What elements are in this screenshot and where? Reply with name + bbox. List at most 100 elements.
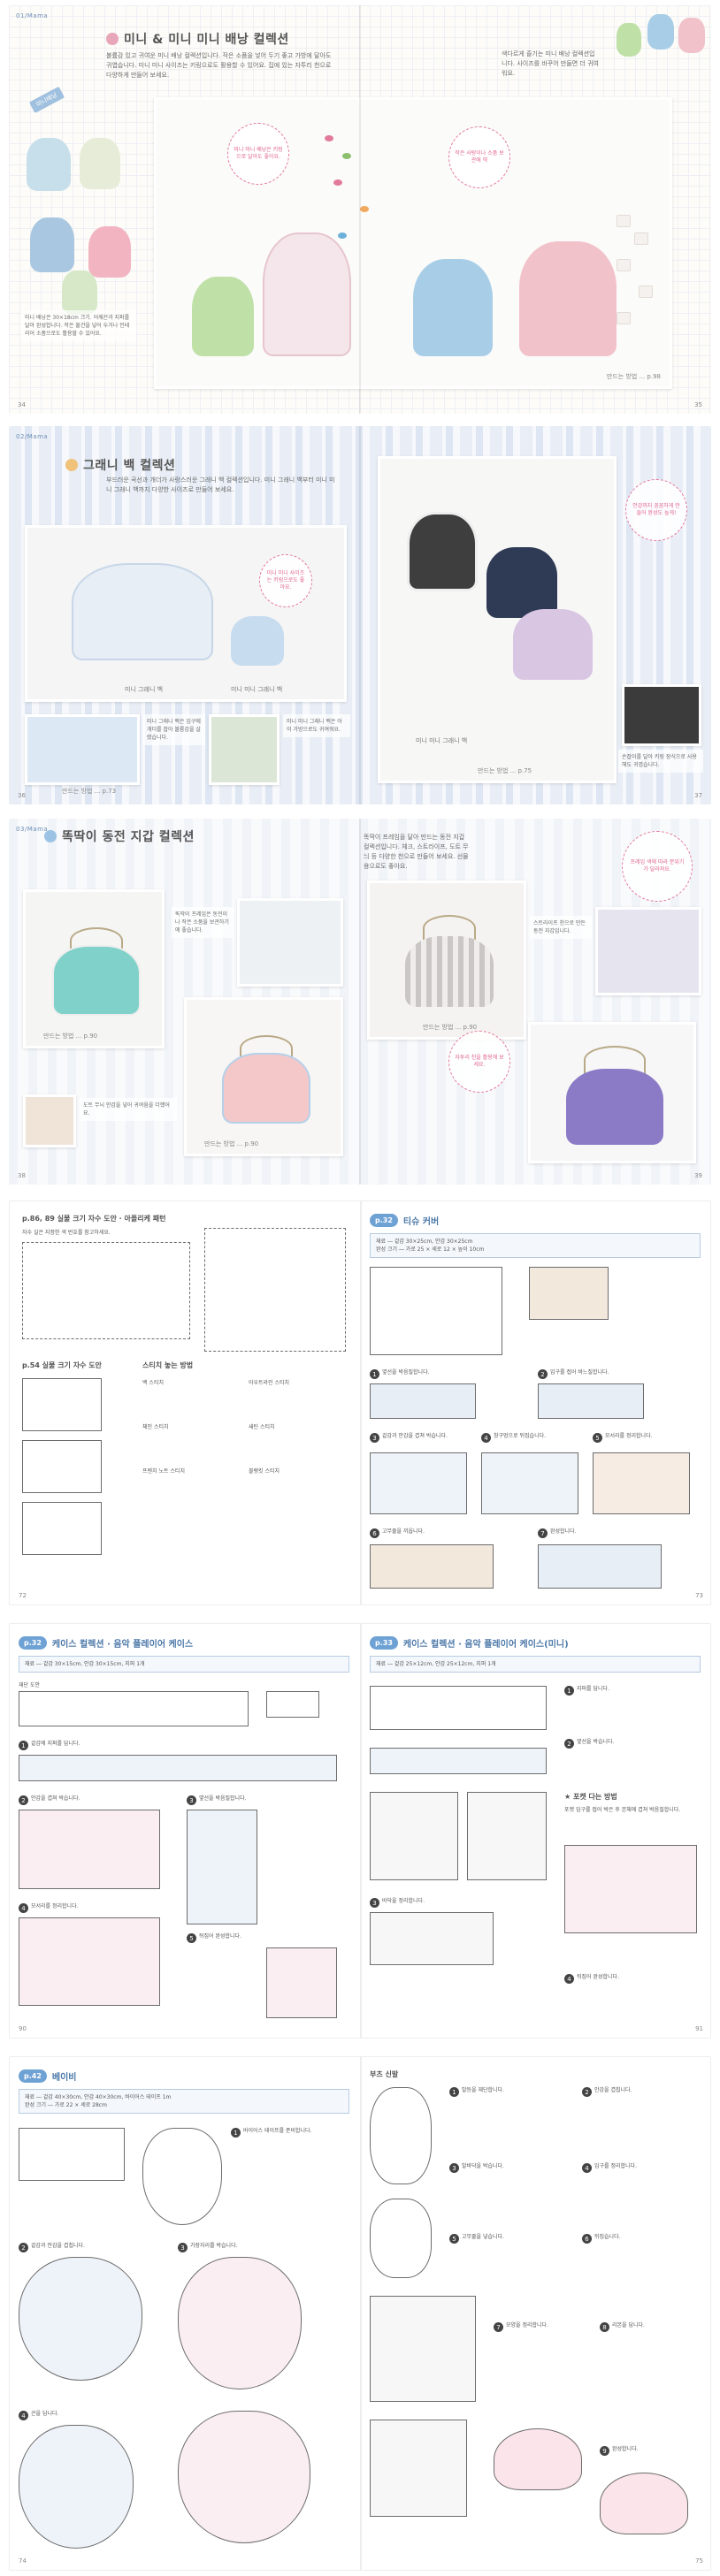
baby-shoe-diagram [494, 2428, 582, 2490]
granny-bag [72, 563, 213, 660]
purse-clasp [584, 1046, 646, 1074]
backpack-note: 미니 배낭은 30×18cm 크기. 어깨끈과 지퍼를 달아 완성합니다. 작은… [21, 310, 136, 341]
stitch-heading: 스티치 놓는 방법 [142, 1361, 194, 1369]
shoe-pattern [370, 2087, 432, 2184]
page-left: 01/Mama 미니 & 미니 미니 배낭 컬렉션 볼륨감 있고 귀여운 미니 … [9, 5, 360, 414]
page-right: p.32 티슈 커버 재료 ― 겉감 30×25cm, 안감 30×25cm 완… [361, 1201, 710, 1604]
backpack-top-right [647, 14, 674, 50]
page-right: 미니 미니 그래니 백 만드는 방법 ... p.75 안감까지 꼼꼼하게 만들… [360, 426, 711, 804]
button-icon [44, 830, 57, 842]
instruction-title: 티슈 커버 [402, 1217, 440, 1227]
stripe-purse-photo: 만드는 방법 ... p.90 [367, 880, 526, 1040]
step-diagram [19, 1755, 337, 1781]
materials-box: 재료 ― 겉감 30×15cm, 안감 30×15cm, 지퍼 1개 [19, 1656, 349, 1673]
page-badge: p.32 [19, 1636, 47, 1650]
backpack-blue [413, 259, 493, 356]
bib-diagram [178, 2257, 302, 2389]
marshmallow [617, 259, 631, 271]
shoe-pattern [370, 2199, 432, 2278]
purse-note: 도트 무늬 안감을 넣어 귀여움을 더했어요. [80, 1098, 177, 1121]
main-photo: 미니 미니 배낭은 키링으로 달아도 좋아요. 작은 사탕이나 소품 보관에 딱… [154, 97, 672, 389]
materials-box: 재료 ― 겉감 25×12cm, 안감 25×12cm, 지퍼 1개 [370, 1656, 701, 1673]
coin-purse-small-photo [23, 1094, 76, 1147]
step-diagram [187, 1810, 257, 1924]
detail-note: 손잡이를 달아 키링 장식으로 사용해도 귀엽습니다. [618, 750, 703, 773]
flower-icon [65, 459, 78, 471]
embroidery-pattern [22, 1378, 102, 1431]
cutting-diagram [19, 2128, 125, 2181]
materials-line: 완성 크기 ― 가로 22 × 세로 28cm [25, 2102, 107, 2108]
gutter [359, 819, 361, 1185]
callout-bubble: 작은 사탕이나 소품 보관에 딱 [448, 126, 510, 188]
bib-diagram [19, 2425, 134, 2549]
callout-bubble: 미니 미니 사이즈는 키링으로도 좋아요. [259, 554, 312, 607]
page-right: p.33 케이스 컬렉션 · 음악 플레이어 케이스(미니) 재료 ― 겉감 2… [361, 1624, 710, 2038]
detail-photo [622, 684, 701, 746]
page-badge: p.32 [370, 1214, 398, 1227]
backpack-pink [519, 241, 617, 356]
bird-icon [106, 33, 119, 45]
page-title: 미니 & 미니 미니 배낭 컬렉션 [124, 33, 289, 47]
backpack-photo [30, 217, 74, 272]
page-number: 73 [695, 1592, 703, 1599]
gutter [360, 2057, 362, 2570]
gutter [359, 5, 361, 414]
candy-decoration [333, 179, 342, 186]
backpack-photo [27, 138, 71, 191]
page-number: 75 [695, 2557, 703, 2565]
callout-bubble: 자투리 천을 활용해 보세요. [448, 1031, 510, 1093]
section-tag: 02/Mama [16, 433, 49, 440]
instruction-header: p.32 케이스 컬렉션 · 음악 플레이어 케이스 [19, 1636, 193, 1650]
section-tag: 01/Mama [16, 12, 49, 19]
step-diagram [564, 1845, 697, 1933]
step-diagram [19, 1810, 160, 1889]
stripe-purse [405, 936, 494, 1007]
embroidery-pattern [22, 1440, 102, 1493]
gutter [359, 426, 361, 804]
step-diagram [266, 1947, 337, 2018]
cutting-diagram [19, 1691, 249, 1726]
photo-caption: 미니 그래니 백 [125, 686, 164, 693]
step-diagram [370, 2296, 476, 2402]
section-tag: 03/Mama [16, 826, 49, 833]
backpack-photo [88, 226, 131, 278]
right-intro-text: 색다르게 즐기는 미니 배낭 컬렉션입니다. 사이즈를 바꾸어 만들면 더 귀여… [502, 50, 599, 77]
backpack-top-right [678, 18, 705, 53]
spread-patterns-tissue: p.86, 89 실물 크기 자수 도안 · 아플리케 패턴 자수 실은 지정한… [9, 1200, 711, 1605]
title-row: 그래니 백 컬렉션 [65, 456, 175, 474]
purple-dot-bag [513, 609, 593, 680]
baby-shoe-diagram [600, 2473, 688, 2534]
purse-clasp [70, 927, 123, 954]
cutting-diagram [370, 1686, 547, 1730]
how-to-ref: 만드는 방법 ... p.75 [478, 767, 532, 774]
backpack-photo [62, 271, 97, 315]
gingham-purse [52, 945, 141, 1016]
how-to-ref: 만드는 방법 ... p.90 [43, 1033, 98, 1040]
page-left: p.32 케이스 컬렉션 · 음악 플레이어 케이스 재료 ― 겉감 30×15… [10, 1624, 361, 2038]
purse-clasp [240, 1035, 293, 1062]
step-diagram [370, 1792, 458, 1880]
title-row: 미니 & 미니 미니 배낭 컬렉션 [106, 30, 289, 48]
instruction-title: 케이스 컬렉션 · 음악 플레이어 케이스(미니) [402, 1640, 569, 1650]
spread-player-case: p.32 케이스 컬렉션 · 음악 플레이어 케이스 재료 ― 겉감 30×15… [9, 1623, 711, 2039]
candy-decoration [342, 153, 351, 159]
applique-pattern [204, 1228, 346, 1352]
marshmallow [639, 286, 653, 298]
photo-caption: 미니 미니 그래니 백 [416, 737, 468, 744]
callout-bubble: 프레임 색에 따라 분위기가 달라져요. [622, 831, 693, 902]
